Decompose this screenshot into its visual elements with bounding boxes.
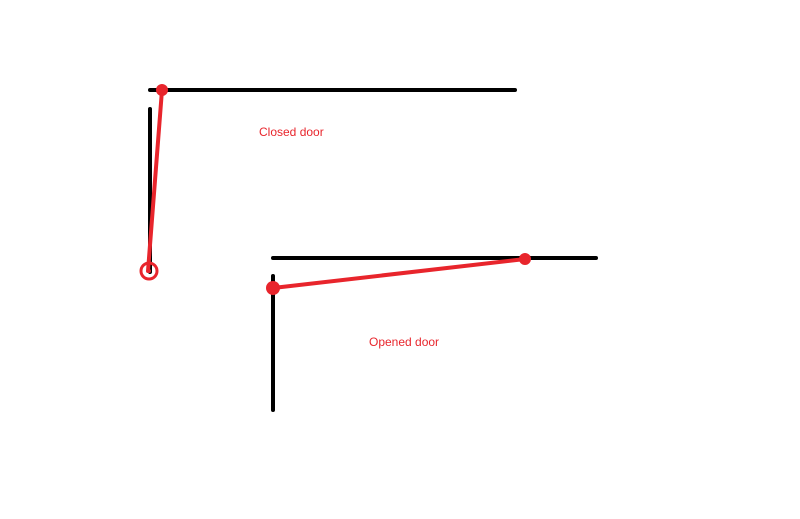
opened-door-label: Opened door <box>369 335 440 349</box>
opened-door-leaf <box>271 257 527 290</box>
opened-hinge-left <box>266 281 280 295</box>
opened-door-group <box>266 253 598 412</box>
closed-hinge-top <box>156 84 168 96</box>
opened-hinge-right <box>519 253 531 265</box>
closed-door-label: Closed door <box>259 125 324 139</box>
closed-door-group <box>139 84 517 281</box>
closed-door-leaf <box>146 88 164 273</box>
closed-hinge-bottom <box>139 261 159 281</box>
closed-hinge-bottom-center <box>147 269 151 273</box>
